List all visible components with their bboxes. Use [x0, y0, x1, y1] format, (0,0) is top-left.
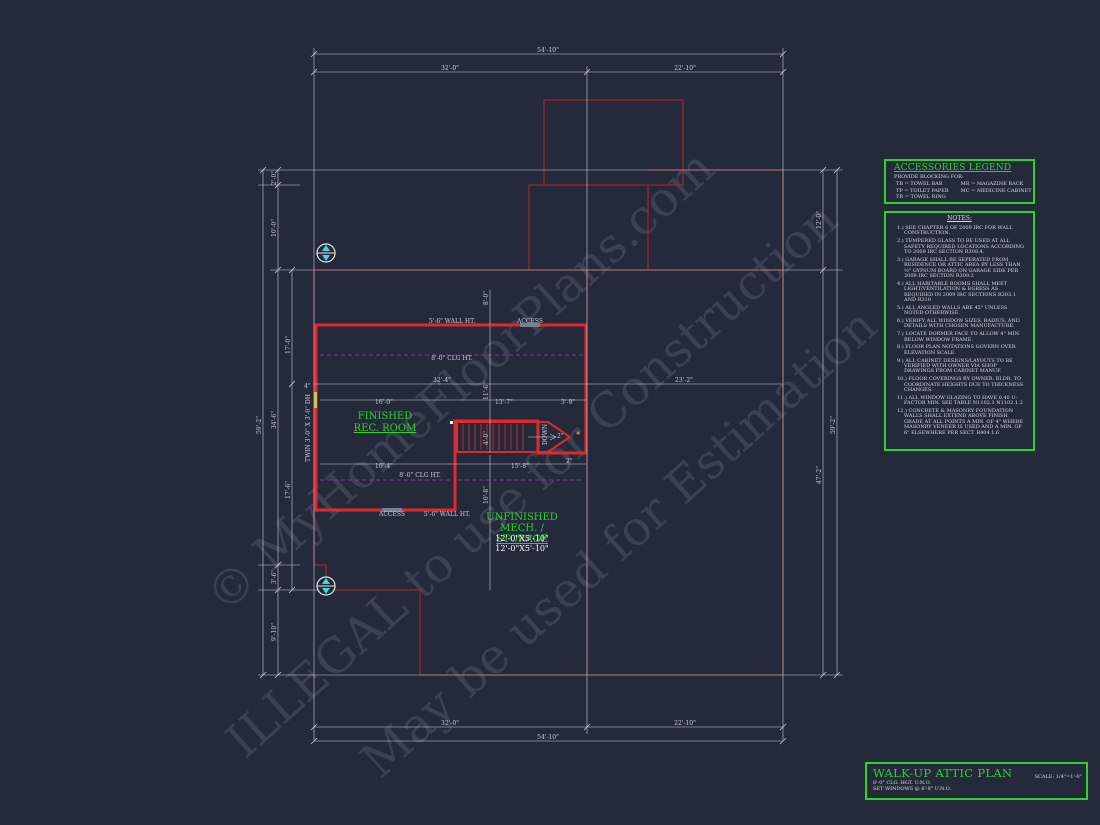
- note-item: 2.) TEMPERED GLASS TO BE USED AT ALL SAF…: [897, 238, 1024, 256]
- legend-cell: [959, 194, 1042, 201]
- dim-top-left: 32'-0": [441, 65, 459, 72]
- notes-panel: NOTES: 1.) SEE CHAPTER 6 OF 2009 IRC FOR…: [884, 211, 1035, 451]
- dim-int-vert: 11'-6": [483, 382, 490, 400]
- dim-int-16b: 16'-4": [375, 463, 393, 470]
- section-marker-bottom: [316, 576, 336, 596]
- dim-top-right: 22'-10": [674, 65, 696, 72]
- plan-info-line-1: 8'-0" CLG. HGT. U.N.O.: [873, 780, 931, 786]
- dim-left-overall: 59'-2": [256, 416, 263, 434]
- access-hatch-top: [520, 323, 540, 327]
- dim-int-3: 3'-9": [561, 399, 575, 406]
- dim-left-seg3: 17'-0": [285, 336, 292, 354]
- legend-subtitle: PROVIDE BLOCKING FOR:: [894, 174, 964, 180]
- dim-bottom-overall: 54'-10": [537, 734, 559, 741]
- dimension-lines: [258, 48, 843, 742]
- dim-left-seg5: 17'-6": [285, 481, 292, 499]
- legend-row: TR = TOWEL RING: [894, 194, 1042, 201]
- plan-scale: SCALE: 1/4"=1'-0": [1034, 774, 1082, 780]
- dim-int-13: 13'-7": [495, 399, 513, 406]
- title-block: WALK-UP ATTIC PLAN SCALE: 1/4"=1'-0" 8'-…: [865, 762, 1088, 800]
- dim-stair-2a: 2": [557, 433, 564, 440]
- dim-right-overall: 59'-2": [830, 416, 837, 434]
- dormer-size-1: 12'-0"X5'-10": [495, 534, 548, 543]
- dim-left-seg1: 2'-0": [271, 171, 278, 185]
- plan-title: WALK-UP ATTIC PLAN: [873, 766, 1013, 780]
- finished-label-1: FINISHED: [358, 411, 412, 422]
- dim-left-wall: 4": [304, 383, 311, 390]
- notes-list: 1.) SEE CHAPTER 6 OF 2009 IRC FOR WALL C…: [892, 225, 1027, 436]
- note-item: 1.) SEE CHAPTER 6 OF 2009 IRC FOR WALL C…: [897, 225, 1013, 237]
- dim-int-15: 15'-8": [511, 463, 529, 470]
- window-marker: [314, 392, 317, 408]
- note-item: 12.) CONCRETE & MASONRY FOUNDATION WALLS…: [897, 408, 1024, 436]
- note-item: 5.) ALL ANGLED WALLS ARE 45° UNLESS NOTE…: [897, 304, 1008, 317]
- notes-title: NOTES:: [947, 215, 972, 222]
- dimension-ticks: [259, 50, 841, 745]
- legend-cell: TR = TOWEL RING: [896, 194, 946, 200]
- clg-ht-top-label: 8'-0" CLG HT.: [431, 355, 473, 362]
- dim-int-10: 10'-8": [483, 486, 490, 504]
- dimension-labels: 54'-10" 32'-0" 22'-10" 32'-0" 22'-10" 54…: [256, 47, 837, 741]
- unfinished-label-1: UNFINISHED: [486, 512, 558, 523]
- legend-row: TP = TOILET PAPER MC = MEDICINE CABINET: [894, 188, 1042, 195]
- note-item: 4.) ALL HABITABLE ROOMS SHALL MEET LIGHT…: [897, 280, 1016, 304]
- dim-left-seg2: 10'-0": [271, 219, 278, 237]
- room-labels: 5'-6" WALL HT. ACCESS 8'-0" CLG HT. 8'-0…: [305, 318, 558, 553]
- post-marker: [576, 431, 580, 435]
- down-label: DOWN: [542, 424, 549, 445]
- dim-int-16: 16'-0": [375, 399, 393, 406]
- legend-cell: MR = MAGAZINE RACK: [960, 181, 1024, 187]
- dim-left-seg6: 3'-6": [271, 570, 278, 584]
- finished-label-2: REC. ROOM: [354, 423, 417, 434]
- section-marker-top: [316, 243, 336, 263]
- dim-stair-2b: 2": [566, 458, 573, 465]
- access-bottom-label: ACCESS: [378, 511, 405, 518]
- dim-stair: 4'-0": [483, 431, 490, 445]
- dim-left-seg4: 34'-6": [271, 411, 278, 429]
- accessories-legend: ACCESSORIES LEGEND PROVIDE BLOCKING FOR:…: [884, 159, 1035, 204]
- legend-cell: MC = MEDICINE CABINET: [960, 187, 1032, 194]
- ceiling-lines: [320, 354, 583, 481]
- clg-ht-bottom-label: 8'-0" CLG HT.: [399, 472, 441, 479]
- dim-bottom-right: 22'-10": [674, 720, 696, 727]
- dim-int-wall-top: 8'-0": [483, 291, 490, 305]
- dim-int-right-width: 23'-2": [675, 377, 693, 384]
- dim-bottom-left: 32'-0": [441, 720, 459, 727]
- note-item: 6.) VERIFY ALL WINDOW SIZES, RADIUS, AND…: [897, 318, 1020, 330]
- note-item: 3.) GARAGE SHALL BE SEPERATED FROM RESID…: [897, 256, 1021, 280]
- note-item: 7.) LOCATE DORMER FACE TO ALLOW 4" MIN. …: [897, 331, 1021, 343]
- corner-marker: [450, 421, 453, 424]
- note-item: 10.) FLOOR COVERINGS BY OWNER. BLDR. TO …: [897, 376, 1024, 394]
- note-item: 9.) ALL CABINET DESIGNS/LAYOUTS TO BE VE…: [897, 357, 1013, 375]
- dormer-size-2: 12'-0"X5'-10": [495, 544, 548, 553]
- wall-ht-top-label: 5'-6" WALL HT.: [429, 318, 475, 325]
- legend-cell: TP = TOILET PAPER: [896, 187, 949, 194]
- legend-table: TB = TOWEL BAR MR = MAGAZINE RACK TP = T…: [894, 181, 1042, 201]
- legend-row: TB = TOWEL BAR MR = MAGAZINE RACK: [894, 181, 1042, 188]
- wall-ht-bottom-label: 5'-6" WALL HT.: [424, 511, 470, 518]
- unfinished-label-3: STORAGE: [496, 534, 548, 545]
- stair: DOWN: [450, 421, 580, 453]
- plan-info-line-2: SET WINDOWS @ 6'-8" U.N.O.: [873, 786, 952, 792]
- dim-int-width: 32'-4": [433, 377, 451, 384]
- note-item: 8.) FLOOR PLAN NOTATIONS GOVERN OVER ELE…: [897, 344, 1016, 356]
- access-top-label: ACCESS: [516, 318, 543, 325]
- dim-left-seg7: 9'-10": [271, 623, 278, 641]
- dim-top-overall: 54'-10": [537, 47, 559, 54]
- dim-right-seg1: 12'-0": [816, 211, 823, 229]
- unfinished-label-2: MECH. /: [500, 523, 544, 534]
- dim-right-seg2: 47'-2": [816, 466, 823, 484]
- legend-title: ACCESSORIES LEGEND: [894, 163, 1012, 173]
- note-item: 11.) ALL WINDOW GLAZING TO HAVE 0.40 U-F…: [897, 394, 1023, 407]
- window-label: TWIN 3'-0" X 3'-0" DH: [305, 394, 312, 462]
- legend-cell: TB = TOWEL BAR: [896, 181, 943, 187]
- access-hatch-bottom: [382, 508, 402, 512]
